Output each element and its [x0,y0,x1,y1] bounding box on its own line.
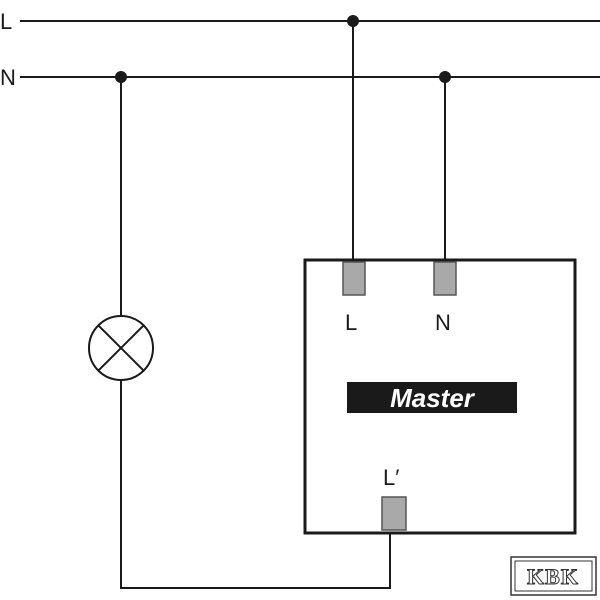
lamp-icon [88,315,154,381]
live-junction-dot [347,15,359,27]
live-line-label: L [0,9,12,34]
master-title: Master [390,383,476,413]
terminal-n [433,261,457,296]
terminal-l-prime-label: L′ [383,465,399,490]
logo-text: KBK [527,564,579,589]
terminal-l-prime [381,496,407,531]
kbk-logo: KBK [510,556,597,596]
terminal-l-label: L [345,310,357,335]
terminal-n-label: N [435,310,451,335]
terminal-l [342,261,366,296]
neutral-line-label: N [0,65,16,90]
neutral-junction-dot-device [439,71,451,83]
master-title-bar [347,382,517,413]
neutral-junction-dot-lamp [115,71,127,83]
switched-live-return-wire [120,380,391,589]
